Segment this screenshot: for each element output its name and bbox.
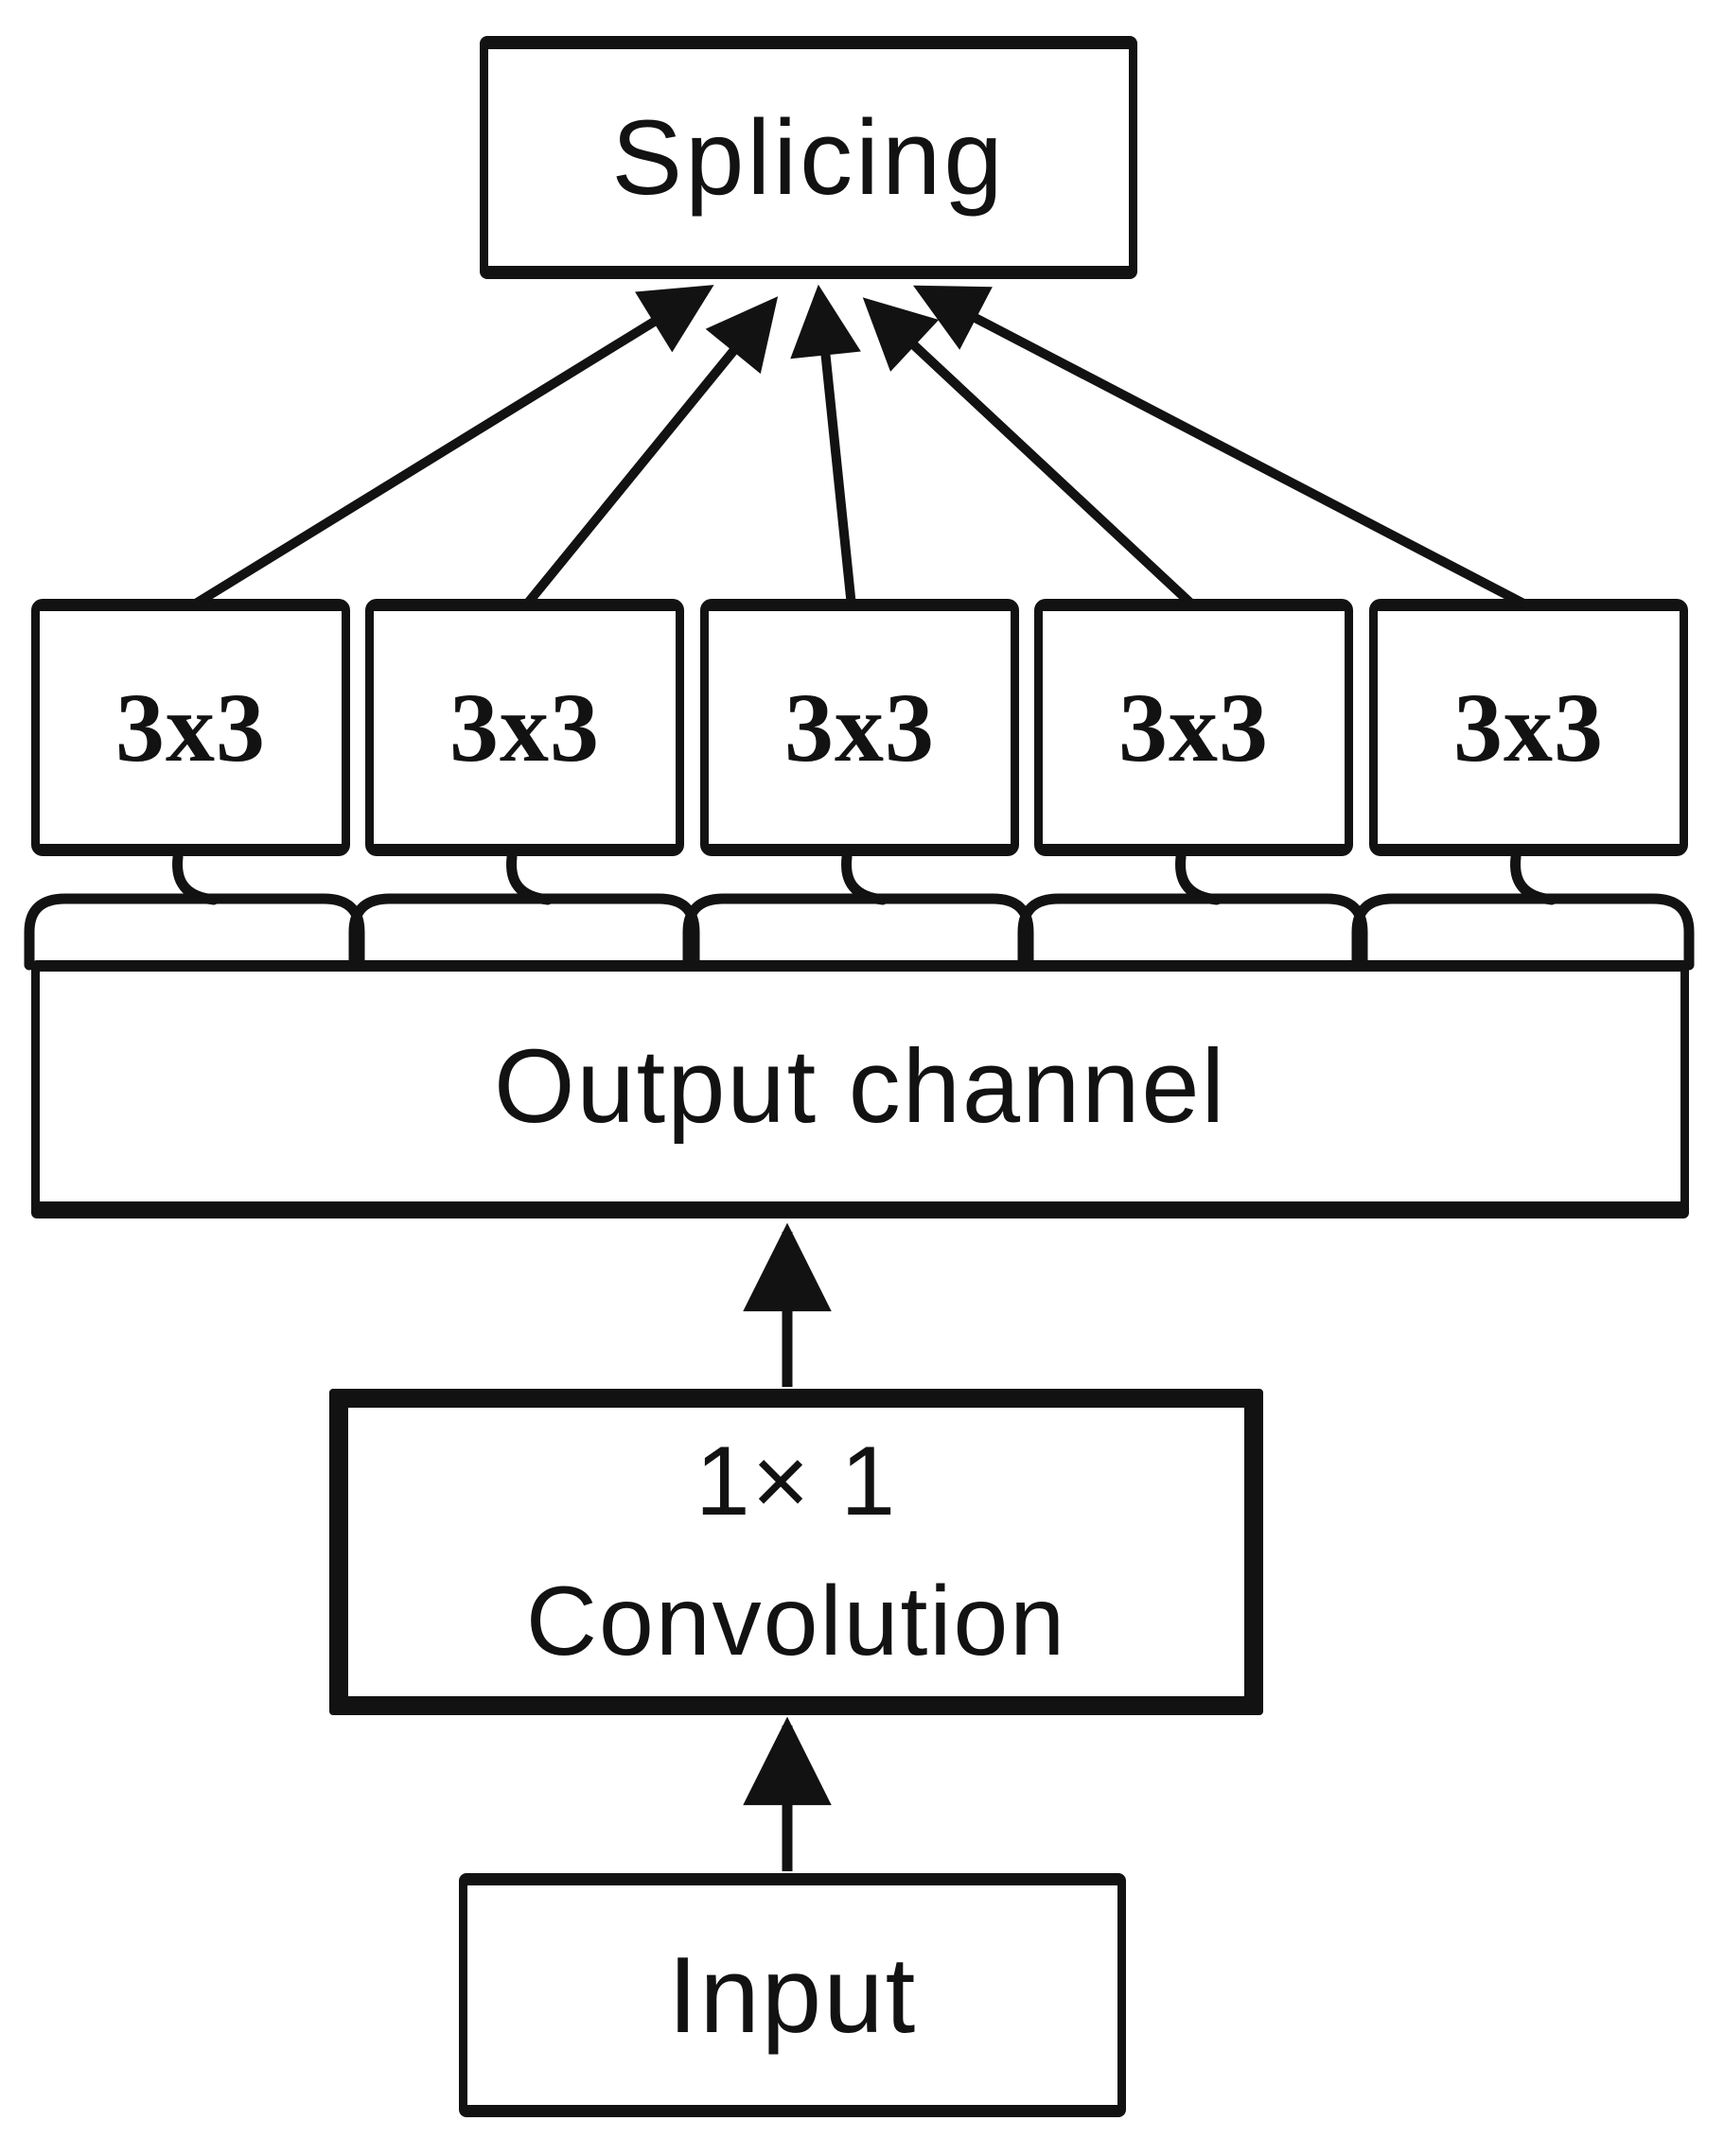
input-label: Input bbox=[667, 1935, 918, 2056]
convolution-box: 1× 1 Convolution bbox=[329, 1389, 1263, 1715]
kernel-box-4: 3x3 bbox=[1034, 599, 1353, 856]
splicing-label: Splicing bbox=[611, 98, 1006, 217]
kernel-label: 3x3 bbox=[1453, 673, 1604, 782]
convolution-label-line2: Convolution bbox=[525, 1566, 1067, 1676]
splicing-arrow-3 bbox=[790, 284, 861, 607]
splicing-arrow-4 bbox=[862, 297, 1198, 610]
kernel-label: 3x3 bbox=[115, 673, 266, 782]
input-box: Input bbox=[459, 1873, 1126, 2117]
brace-connector-4 bbox=[1175, 851, 1223, 905]
brace-connector-3 bbox=[841, 851, 888, 905]
concat-brace-2 bbox=[348, 893, 700, 971]
kernel-label: 3x3 bbox=[784, 673, 935, 782]
output-channel-box: Output channel bbox=[31, 960, 1689, 1218]
concat-brace-1 bbox=[24, 893, 365, 971]
concat-brace-4 bbox=[1017, 893, 1368, 971]
concat-brace-3 bbox=[682, 893, 1034, 971]
brace-connector-2 bbox=[506, 851, 554, 905]
splicing-arrow-1 bbox=[188, 285, 714, 611]
convolution-label-line1: 1× 1 bbox=[695, 1426, 898, 1536]
kernel-label: 3x3 bbox=[1118, 673, 1269, 782]
splicing-arrow-5 bbox=[913, 285, 1532, 611]
kernel-box-1: 3x3 bbox=[31, 599, 350, 856]
brace-connector-5 bbox=[1510, 851, 1557, 905]
output-channel-label: Output channel bbox=[493, 1028, 1227, 1145]
splicing-box: Splicing bbox=[480, 36, 1137, 279]
kernel-box-3: 3x3 bbox=[700, 599, 1019, 856]
kernel-box-5: 3x3 bbox=[1369, 599, 1688, 856]
splicing-arrow-2 bbox=[521, 296, 779, 610]
concat-brace-5 bbox=[1351, 893, 1695, 971]
kernel-label: 3x3 bbox=[449, 673, 600, 782]
kernel-box-2: 3x3 bbox=[365, 599, 684, 856]
brace-connector-1 bbox=[172, 851, 220, 905]
